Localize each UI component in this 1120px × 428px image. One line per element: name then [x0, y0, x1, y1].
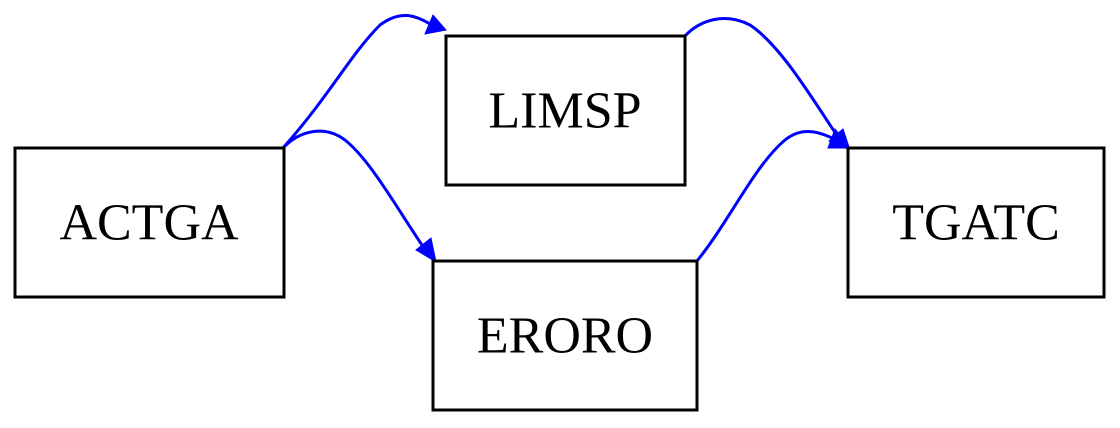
node-tgatc-label: TGATC: [892, 195, 1060, 252]
edge-line-eroro-tgatc: [695, 130, 833, 262]
edges: [281, 14, 852, 264]
arrowhead-actga-limsp: [424, 14, 447, 35]
nodes: ACTGA LIMSP ERORO TGATC: [13, 34, 1106, 412]
edge-line-actga-eroro: [281, 129, 424, 246]
node-actga[interactable]: ACTGA: [13, 146, 286, 299]
node-tgatc-box: [846, 146, 1106, 299]
edge-actga-eroro: [281, 129, 437, 264]
node-tgatc[interactable]: TGATC: [846, 146, 1106, 299]
edge-eroro-tgatc: [695, 127, 852, 262]
node-limsp-box: [444, 34, 687, 187]
node-limsp[interactable]: LIMSP: [444, 34, 687, 187]
arrowhead-actga-eroro: [415, 237, 437, 264]
node-limsp-label: LIMSP: [488, 83, 641, 140]
node-eroro[interactable]: ERORO: [431, 259, 699, 412]
edge-line-actga-limsp: [281, 14, 431, 149]
node-actga-box: [13, 146, 286, 299]
edge-line-limsp-tgatc: [683, 17, 840, 138]
arrowhead-eroro-tgatc: [827, 127, 852, 149]
edge-actga-limsp: [281, 14, 447, 149]
edge-limsp-tgatc: [683, 17, 851, 151]
node-eroro-box: [431, 259, 699, 412]
node-actga-label: ACTGA: [59, 195, 239, 252]
node-eroro-label: ERORO: [477, 308, 653, 365]
